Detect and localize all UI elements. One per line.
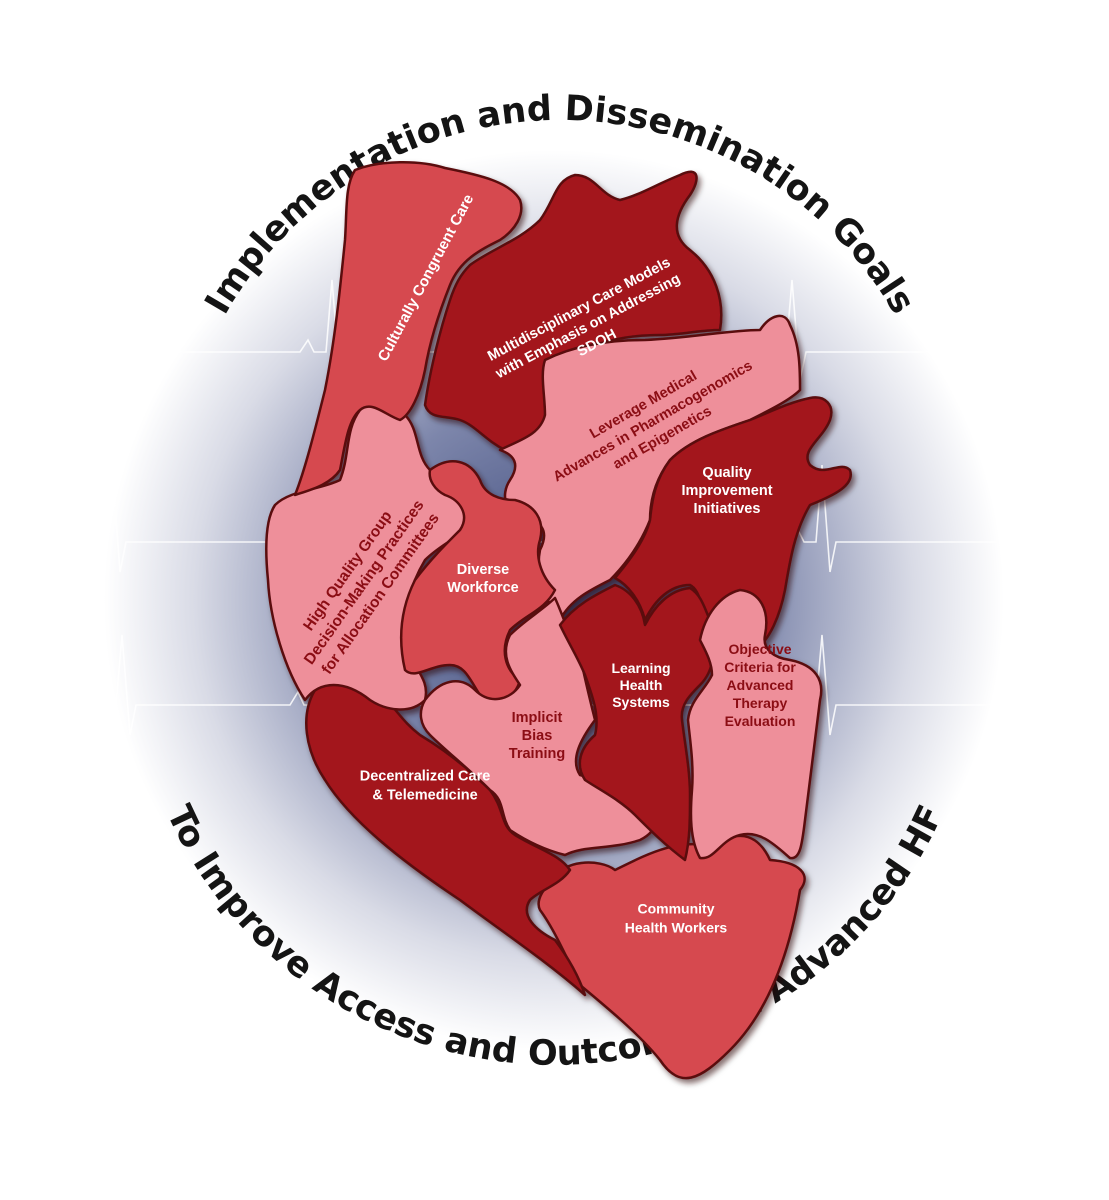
label-quality-line: Quality bbox=[702, 465, 751, 481]
label-diverse-line: Workforce bbox=[447, 580, 518, 596]
piece-implicit bbox=[419, 596, 657, 857]
label-quality-line: Initiatives bbox=[694, 501, 761, 517]
label-quality-line: Improvement bbox=[681, 483, 772, 499]
label-learning-line: Health bbox=[620, 677, 663, 693]
label-community-line: Health Workers bbox=[625, 920, 728, 936]
piece-learning bbox=[558, 583, 715, 862]
label-objective-line: Criteria for bbox=[724, 659, 796, 675]
heart-puzzle bbox=[265, 161, 853, 1080]
label-implicit-line: Bias bbox=[522, 728, 553, 744]
piece-objective bbox=[686, 588, 823, 860]
label-objective-line: Advanced bbox=[727, 677, 794, 693]
label-decentralized-line: & Telemedicine bbox=[372, 788, 477, 804]
piece-quality bbox=[613, 396, 853, 652]
piece-decentralized bbox=[305, 673, 587, 997]
label-learning-line: Learning bbox=[611, 660, 670, 676]
label-implicit-line: Implicit bbox=[512, 710, 563, 726]
piece-multidisciplinary bbox=[423, 170, 723, 453]
label-objective-line: Therapy bbox=[733, 695, 788, 711]
label-learning-line: Systems bbox=[612, 694, 670, 710]
label-decentralized-line: Decentralized Care bbox=[360, 769, 491, 785]
label-decentralized: Decentralized Care & Telemedicine bbox=[360, 769, 491, 804]
label-community-line: Community bbox=[638, 901, 715, 917]
piece-culturally bbox=[293, 161, 523, 497]
label-diverse-line: Diverse bbox=[457, 562, 509, 578]
label-objective-line: Evaluation bbox=[725, 713, 796, 729]
label-implicit-line: Training bbox=[509, 746, 565, 762]
label-objective-line: Objective bbox=[728, 641, 791, 657]
